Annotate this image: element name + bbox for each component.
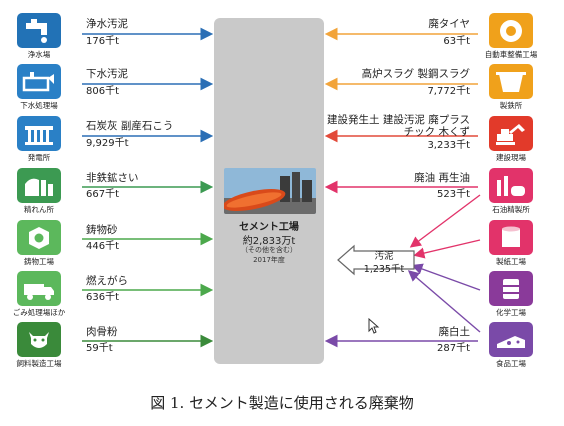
- nut-icon: [29, 226, 49, 249]
- feed-plant-tile: [17, 322, 61, 357]
- construction-waste-label: 建設発生土 建設汚泥 廃プラスチック 木くず: [327, 114, 470, 138]
- spent-clay-label: 廃白土: [438, 326, 471, 338]
- water-plant-caption: 浄水場: [27, 50, 51, 59]
- smelter-icon: [25, 178, 53, 196]
- construction-caption: 建設現場: [496, 153, 526, 162]
- sewage-plant-icon: [22, 71, 54, 91]
- steelworks-caption: 製鉄所: [499, 101, 523, 110]
- foundry-tile: [17, 220, 61, 255]
- cement-plant-title: セメント工場: [239, 222, 299, 233]
- chemical-plant-tile: [489, 271, 533, 306]
- feed-plant-caption: 飼料製造工場: [16, 359, 62, 368]
- cinders-value: 636千t: [86, 292, 120, 303]
- refinery-tile: [489, 168, 533, 203]
- foundry-sand-label: 鋳物砂: [86, 224, 118, 236]
- waste-tire-label: 廃タイヤ: [428, 18, 470, 30]
- cement-plant-year: 2017年度: [253, 256, 285, 264]
- sludge-value: 1,235千t: [363, 264, 405, 275]
- cement-plant-note: （その他を含む）: [241, 246, 297, 254]
- sewage-sludge-value: 806千t: [86, 86, 120, 97]
- coal-ash-label: 石炭灰 副産石こう: [86, 120, 174, 132]
- water-plant-tile: [17, 13, 61, 48]
- steelworks-tile: [489, 64, 533, 99]
- smelter-caption: 精れん所: [24, 205, 54, 214]
- food-icon: [497, 335, 525, 348]
- waste-plant-tile: [17, 271, 61, 306]
- steel-ladle-icon: [496, 71, 526, 92]
- paper-mill-caption: 製紙工場: [496, 257, 526, 266]
- blast-furnace-slag-label: 高炉スラグ 製鋼スラグ: [361, 68, 470, 80]
- construction-waste-value: 3,233千t: [427, 140, 470, 151]
- paper-roll-icon: [502, 226, 520, 247]
- auto-shop-caption: 自動車整備工場: [484, 50, 538, 59]
- figure-caption: 図 1. セメント製造に使用される廃棄物: [150, 394, 414, 412]
- cow-icon: [29, 331, 49, 348]
- refinery-caption: 石油精製所: [492, 205, 530, 214]
- waste-plant-caption: ごみ処理場ほか: [12, 308, 66, 317]
- sewage-sludge-label: 下水汚泥: [86, 68, 128, 80]
- paper-mill-tile: [489, 220, 533, 255]
- sludge-arrow-box: [337, 244, 415, 276]
- power-plant-tile: [17, 116, 61, 151]
- smelter-tile: [17, 168, 61, 203]
- auto-shop-tile: [489, 13, 533, 48]
- meat-bone-meal-value: 59千t: [86, 343, 113, 354]
- sewage-plant-caption: 下水処理場: [20, 101, 58, 110]
- spent-clay-value: 287千t: [436, 343, 470, 354]
- faucet-icon: [26, 18, 47, 43]
- arrow-to-sludge-chemical: [411, 263, 481, 291]
- food-plant-caption: 食品工場: [496, 359, 526, 368]
- refinery-icon: [497, 175, 525, 196]
- arrow-to-sludge-paper: [413, 239, 481, 259]
- cement-plant-photo: [224, 168, 316, 214]
- food-plant-tile: [489, 322, 533, 357]
- garbage-truck-icon: [24, 283, 54, 300]
- water-sludge-value: 176千t: [86, 36, 120, 47]
- mouse-cursor-icon: [368, 318, 380, 334]
- tire-icon: [500, 19, 522, 42]
- waste-oil-value: 523千t: [436, 189, 470, 200]
- coal-ash-value: 9,929千t: [86, 138, 129, 149]
- blast-furnace-slag-value: 7,772千t: [427, 86, 470, 97]
- construction-tile: [489, 116, 533, 151]
- nonferrous-slag-label: 非鉄鉱さい: [86, 172, 139, 184]
- power-plant-icon: [25, 125, 53, 145]
- cinders-label: 燃えがら: [86, 275, 128, 287]
- arrow-to-sludge-food: [407, 270, 481, 333]
- chemical-plant-caption: 化学工場: [496, 308, 526, 317]
- arrow-to-sludge-refinery: [409, 194, 481, 248]
- power-plant-caption: 発電所: [27, 153, 51, 162]
- meat-bone-meal-label: 肉骨粉: [86, 326, 118, 338]
- foundry-sand-value: 446千t: [86, 241, 120, 252]
- sludge-label: 汚泥: [374, 251, 394, 262]
- excavator-icon: [496, 123, 525, 145]
- sewage-plant-tile: [17, 64, 61, 99]
- waste-oil-label: 廃油 再生油: [414, 172, 470, 184]
- water-sludge-label: 浄水汚泥: [86, 18, 128, 30]
- nonferrous-slag-value: 667千t: [86, 189, 120, 200]
- foundry-caption: 鋳物工場: [24, 257, 54, 266]
- chemical-drum-icon: [503, 278, 519, 299]
- cement-plant-amount: 約2,833万t: [242, 236, 296, 247]
- waste-tire-value: 63千t: [443, 36, 470, 47]
